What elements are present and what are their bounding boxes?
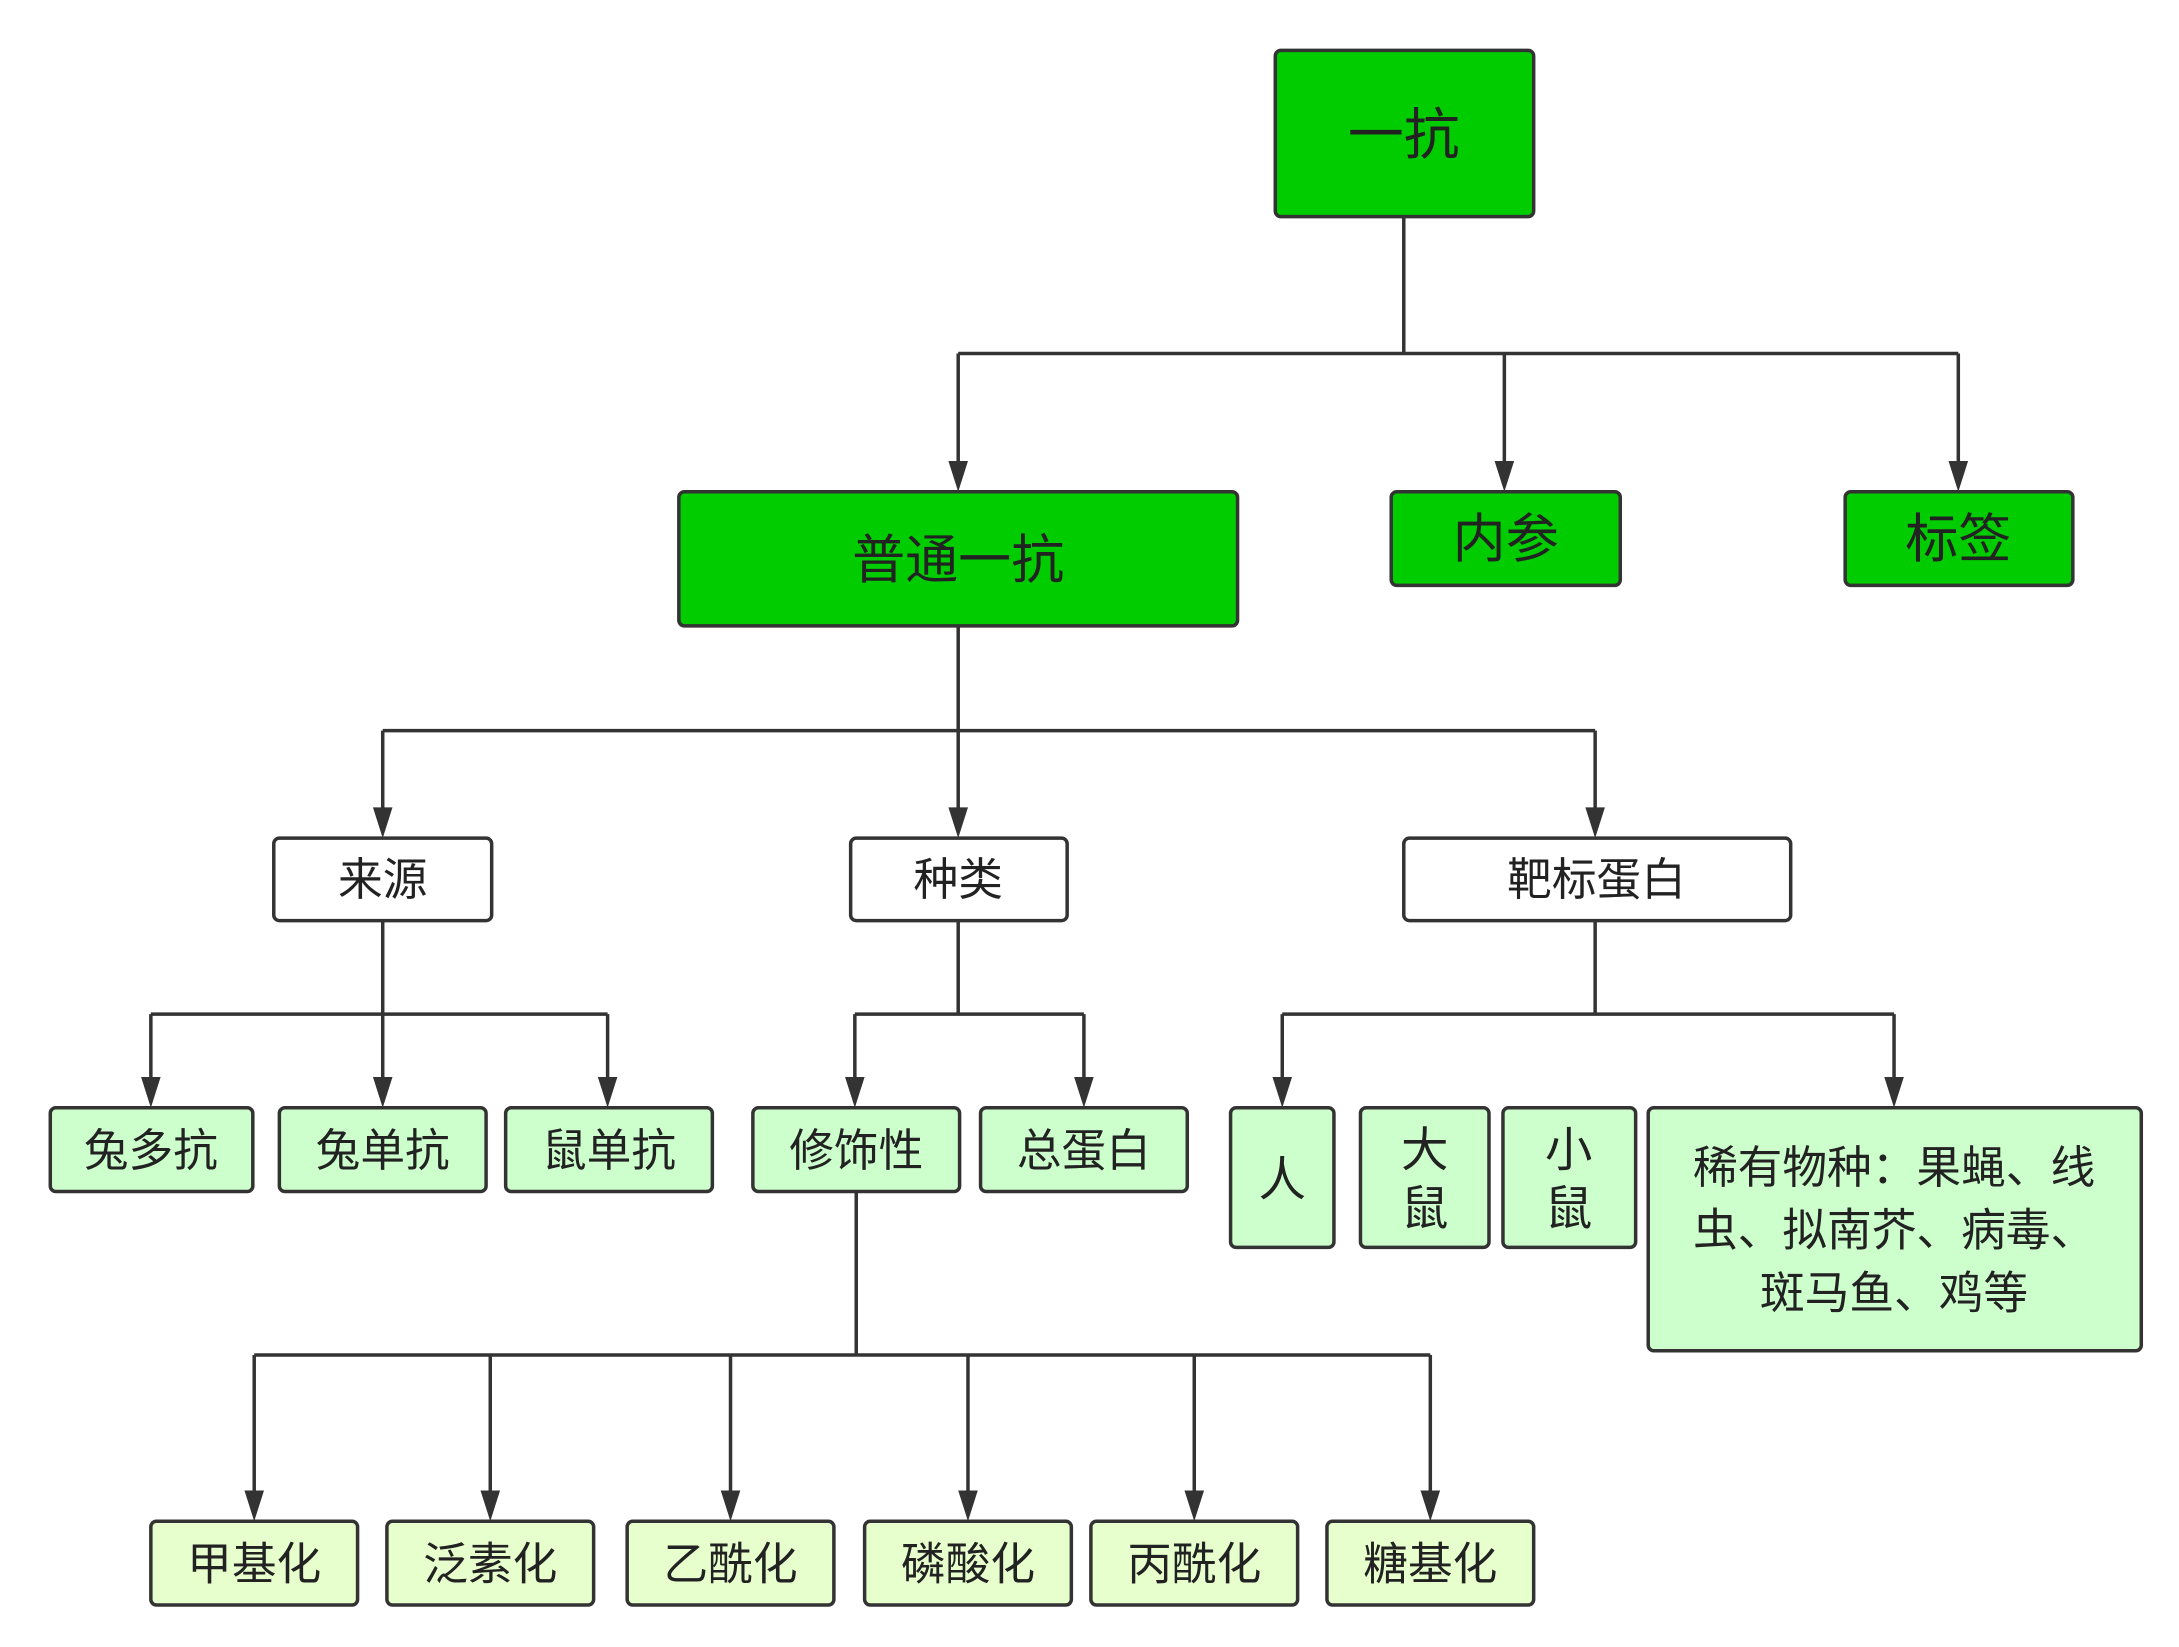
arrowhead-icon <box>1494 461 1515 492</box>
arrowhead-icon <box>1272 1077 1293 1108</box>
node-rat[interactable]: 大 鼠 <box>1358 1106 1491 1250</box>
arrowhead-icon <box>958 1490 978 1522</box>
node-normal-primary[interactable]: 普通一抗 <box>677 490 1240 628</box>
arrowhead-icon <box>948 461 968 492</box>
node-root[interactable]: 一抗 <box>1273 48 1536 219</box>
arrowhead-icon <box>480 1490 501 1522</box>
node-ubiquitination[interactable]: 泛素化 <box>385 1519 596 1607</box>
node-rabbit-polyclonal[interactable]: 兔多抗 <box>48 1106 255 1194</box>
arrowheads <box>141 461 1969 1522</box>
node-label: 糖基化 <box>1363 1538 1497 1590</box>
node-label: 兔多抗 <box>84 1125 218 1177</box>
node-glycosylation[interactable]: 糖基化 <box>1325 1519 1536 1607</box>
arrowhead-icon <box>372 807 393 839</box>
node-target-protein[interactable]: 靶标蛋白 <box>1402 836 1793 923</box>
node-modification[interactable]: 修饰性 <box>751 1106 962 1194</box>
node-label-line: 鼠 <box>1401 1182 1449 1237</box>
node-label-line: 小 <box>1545 1124 1593 1179</box>
node-label: 泛素化 <box>423 1538 557 1590</box>
node-acetylation[interactable]: 乙酰化 <box>625 1519 836 1607</box>
arrowhead-icon <box>1184 1490 1205 1522</box>
node-label-line: 斑马鱼、鸡等 <box>1760 1268 2028 1320</box>
node-label: 兔单抗 <box>316 1125 450 1177</box>
node-mouse[interactable]: 小 鼠 <box>1501 1106 1638 1250</box>
node-rabbit-monoclonal[interactable]: 兔单抗 <box>277 1106 488 1194</box>
node-rare-species[interactable]: 稀有物种：果蝇、线 虫、拟南芥、病毒、 斑马鱼、鸡等 <box>1646 1106 2144 1353</box>
node-root-label: 一抗 <box>1348 103 1460 168</box>
node-mouse-monoclonal[interactable]: 鼠单抗 <box>503 1106 715 1194</box>
node-label-line: 稀有物种：果蝇、线 <box>1693 1142 2095 1194</box>
arrowhead-icon <box>372 1077 393 1108</box>
node-human[interactable]: 人 <box>1228 1106 1336 1250</box>
node-label: 来源 <box>338 854 427 906</box>
node-internal-reference[interactable]: 内参 <box>1389 490 1623 588</box>
node-label: 种类 <box>914 854 1003 906</box>
node-source[interactable]: 来源 <box>272 836 494 923</box>
arrowhead-icon <box>845 1077 865 1108</box>
node-label: 普通一抗 <box>852 529 1064 591</box>
node-label: 甲基化 <box>187 1538 321 1590</box>
arrowhead-icon <box>1585 807 1605 839</box>
connectors <box>149 216 1961 1505</box>
node-label: 靶标蛋白 <box>1507 854 1686 906</box>
arrowhead-icon <box>1420 1490 1441 1522</box>
node-label: 标签 <box>1905 508 2011 570</box>
arrowhead-icon <box>1074 1077 1094 1108</box>
node-label: 丙酰化 <box>1127 1538 1261 1590</box>
node-type[interactable]: 种类 <box>848 836 1069 923</box>
node-phosphorylation[interactable]: 磷酸化 <box>862 1519 1074 1607</box>
node-label: 人 <box>1259 1153 1307 1208</box>
node-label-line: 大 <box>1401 1124 1449 1179</box>
arrowhead-icon <box>244 1490 264 1522</box>
arrowhead-icon <box>948 807 968 839</box>
arrowhead-icon <box>1884 1077 1904 1108</box>
node-label-line: 虫、拟南芥、病毒、 <box>1693 1205 2095 1257</box>
node-label: 磷酸化 <box>901 1538 1035 1590</box>
node-label: 修饰性 <box>789 1125 923 1177</box>
node-label: 总蛋白 <box>1017 1125 1151 1177</box>
node-propionylation[interactable]: 丙酰化 <box>1089 1519 1300 1607</box>
arrowhead-icon <box>141 1077 161 1108</box>
node-total-protein[interactable]: 总蛋白 <box>978 1106 1190 1194</box>
node-label: 鼠单抗 <box>542 1125 676 1177</box>
node-label-line: 鼠 <box>1545 1182 1593 1237</box>
node-tag[interactable]: 标签 <box>1843 490 2075 588</box>
arrowhead-icon <box>1948 461 1969 492</box>
node-methylation[interactable]: 甲基化 <box>149 1519 360 1607</box>
arrowhead-icon <box>597 1077 618 1108</box>
node-label: 乙酰化 <box>663 1538 797 1590</box>
arrowhead-icon <box>720 1490 741 1522</box>
node-label: 内参 <box>1453 508 1559 570</box>
